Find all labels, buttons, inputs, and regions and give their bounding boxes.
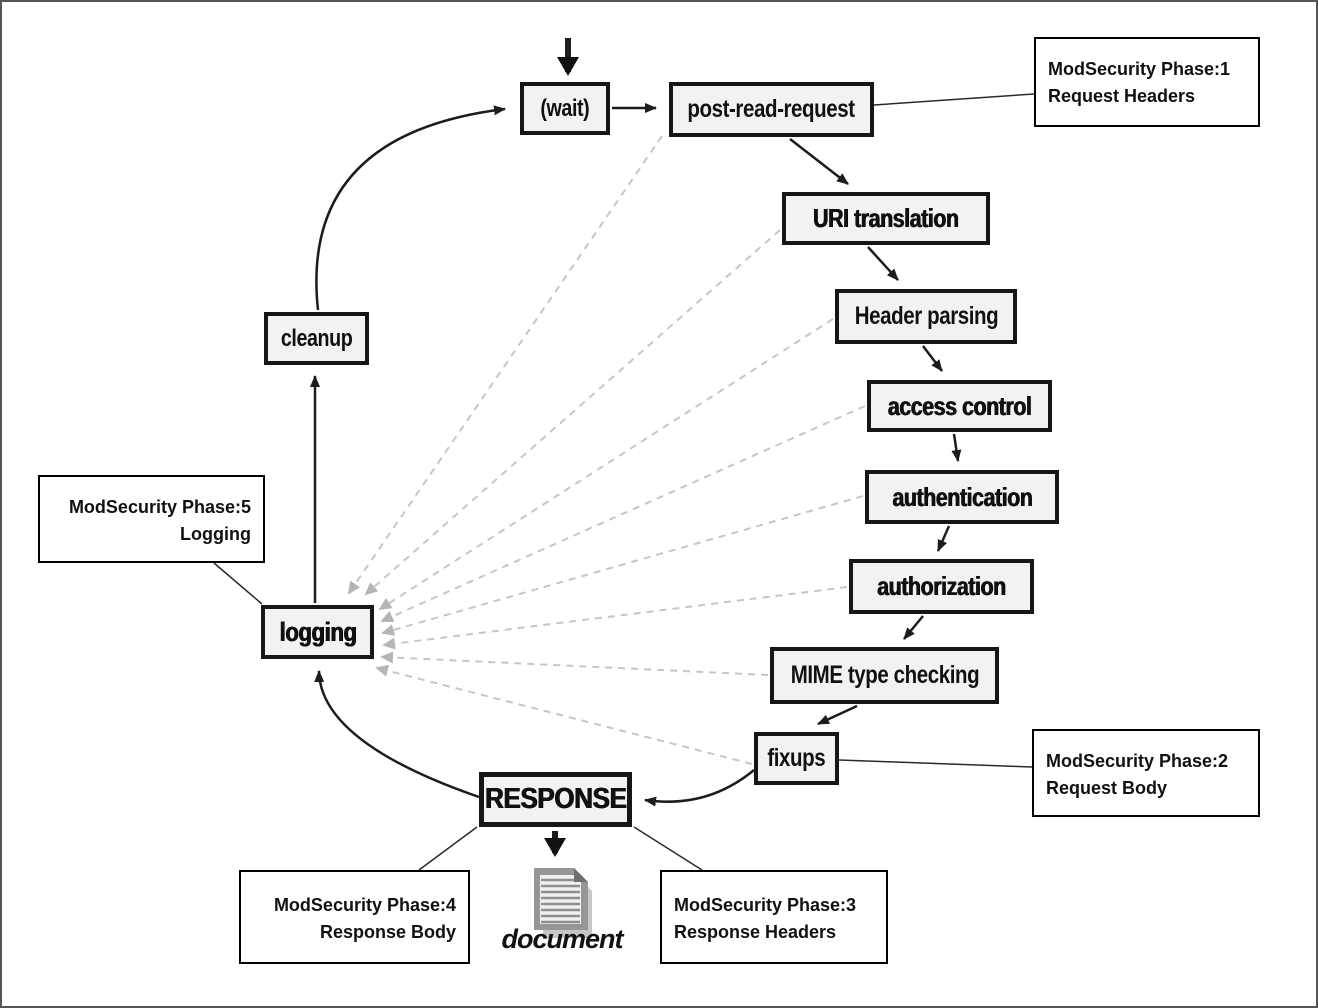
phase2-line2: Request Body xyxy=(1046,778,1168,798)
node-response: RESPONSE xyxy=(479,772,632,827)
phase1-line2: Request Headers xyxy=(1048,86,1196,106)
phase3-line1: ModSecurity Phase:3 xyxy=(674,895,857,915)
connector-phase2 xyxy=(838,759,1033,768)
dashed-access-control-to-logging xyxy=(380,405,866,623)
arrow-cleanup-to-wait xyxy=(315,105,506,311)
node-access-control-label: access control xyxy=(887,390,1032,421)
dashed-post-read-request-to-logging xyxy=(347,135,663,595)
connector-phase3 xyxy=(633,826,703,871)
phase1-line1: ModSecurity Phase:1 xyxy=(1048,59,1231,79)
annotation-modsecurity-phase2: ModSecurity Phase:2 Request Body xyxy=(1032,729,1260,817)
node-logging-label: logging xyxy=(278,616,357,647)
node-cleanup: cleanup xyxy=(264,312,369,365)
annotation-modsecurity-phase3: ModSecurity Phase:3 Response Headers xyxy=(660,870,888,964)
node-header-parsing: Header parsing xyxy=(835,289,1017,344)
node-uri-translation-label: URI translation xyxy=(813,203,959,233)
node-logging: logging xyxy=(261,605,374,659)
arrow-header-parsing-to-access-control xyxy=(922,345,943,372)
arrow-authentication-to-authorization xyxy=(936,525,951,552)
dashed-links-to-logging xyxy=(347,135,866,765)
phase5-line1: ModSecurity Phase:5 xyxy=(68,497,251,517)
arrow-access-control-to-authentication xyxy=(951,433,962,462)
dashed-uri-translation-to-logging xyxy=(364,229,781,596)
node-response-label: RESPONSE xyxy=(484,783,627,815)
node-uri-translation: URI translation xyxy=(782,192,990,245)
connector-phase4 xyxy=(418,826,478,871)
phase3-line2: Response Headers xyxy=(674,922,837,942)
document-label: document xyxy=(501,924,623,954)
phase4-line1: ModSecurity Phase:4 xyxy=(273,895,456,915)
arrow-fixups-to-response xyxy=(644,769,755,807)
annotation-modsecurity-phase5: ModSecurity Phase:5 Logging xyxy=(38,475,265,563)
node-post-read-request: post-read-request xyxy=(669,82,874,137)
node-authentication: authentication xyxy=(865,470,1059,524)
dashed-fixups-to-logging xyxy=(375,664,753,765)
node-post-read-request-label: post-read-request xyxy=(687,95,856,123)
flow-arrows xyxy=(310,38,962,857)
node-wait: (wait) xyxy=(520,82,610,135)
node-wait-label: (wait) xyxy=(540,94,590,122)
document-icon xyxy=(526,860,604,947)
node-fixups: fixups xyxy=(754,732,839,785)
node-authentication-label: authentication xyxy=(892,481,1032,512)
arrow-uri-to-header-parsing xyxy=(867,246,899,281)
node-access-control: access control xyxy=(867,380,1052,432)
node-header-parsing-label: Header parsing xyxy=(854,302,998,330)
node-mime-type-checking: MIME type checking xyxy=(770,647,999,704)
phase5-line2: Logging xyxy=(180,524,251,544)
dashed-mime-to-logging xyxy=(380,651,769,676)
node-authorization: authorization xyxy=(849,559,1034,614)
node-mime-type-checking-label: MIME type checking xyxy=(790,661,979,689)
annotation-modsecurity-phase1: ModSecurity Phase:1 Request Headers xyxy=(1034,37,1260,127)
node-authorization-label: authorization xyxy=(877,571,1006,601)
phase4-line2: Response Body xyxy=(319,922,456,942)
arrow-response-to-logging xyxy=(314,670,480,799)
arrow-authorization-to-mime xyxy=(903,615,924,640)
node-fixups-label: fixups xyxy=(767,744,826,772)
connector-phase5 xyxy=(213,562,263,605)
node-cleanup-label: cleanup xyxy=(280,324,353,352)
annotation-modsecurity-phase4: ModSecurity Phase:4 Response Body xyxy=(239,870,470,964)
connector-phase1 xyxy=(873,93,1035,106)
dashed-authorization-to-logging xyxy=(382,586,848,650)
dashed-authentication-to-logging xyxy=(381,495,864,636)
arrow-mime-to-fixups xyxy=(817,704,858,726)
dashed-header-parsing-to-logging xyxy=(378,318,834,611)
annotation-connectors xyxy=(213,93,1035,871)
arrow-post-read-request-to-uri xyxy=(789,138,849,185)
phase2-line1: ModSecurity Phase:2 xyxy=(1046,751,1229,771)
